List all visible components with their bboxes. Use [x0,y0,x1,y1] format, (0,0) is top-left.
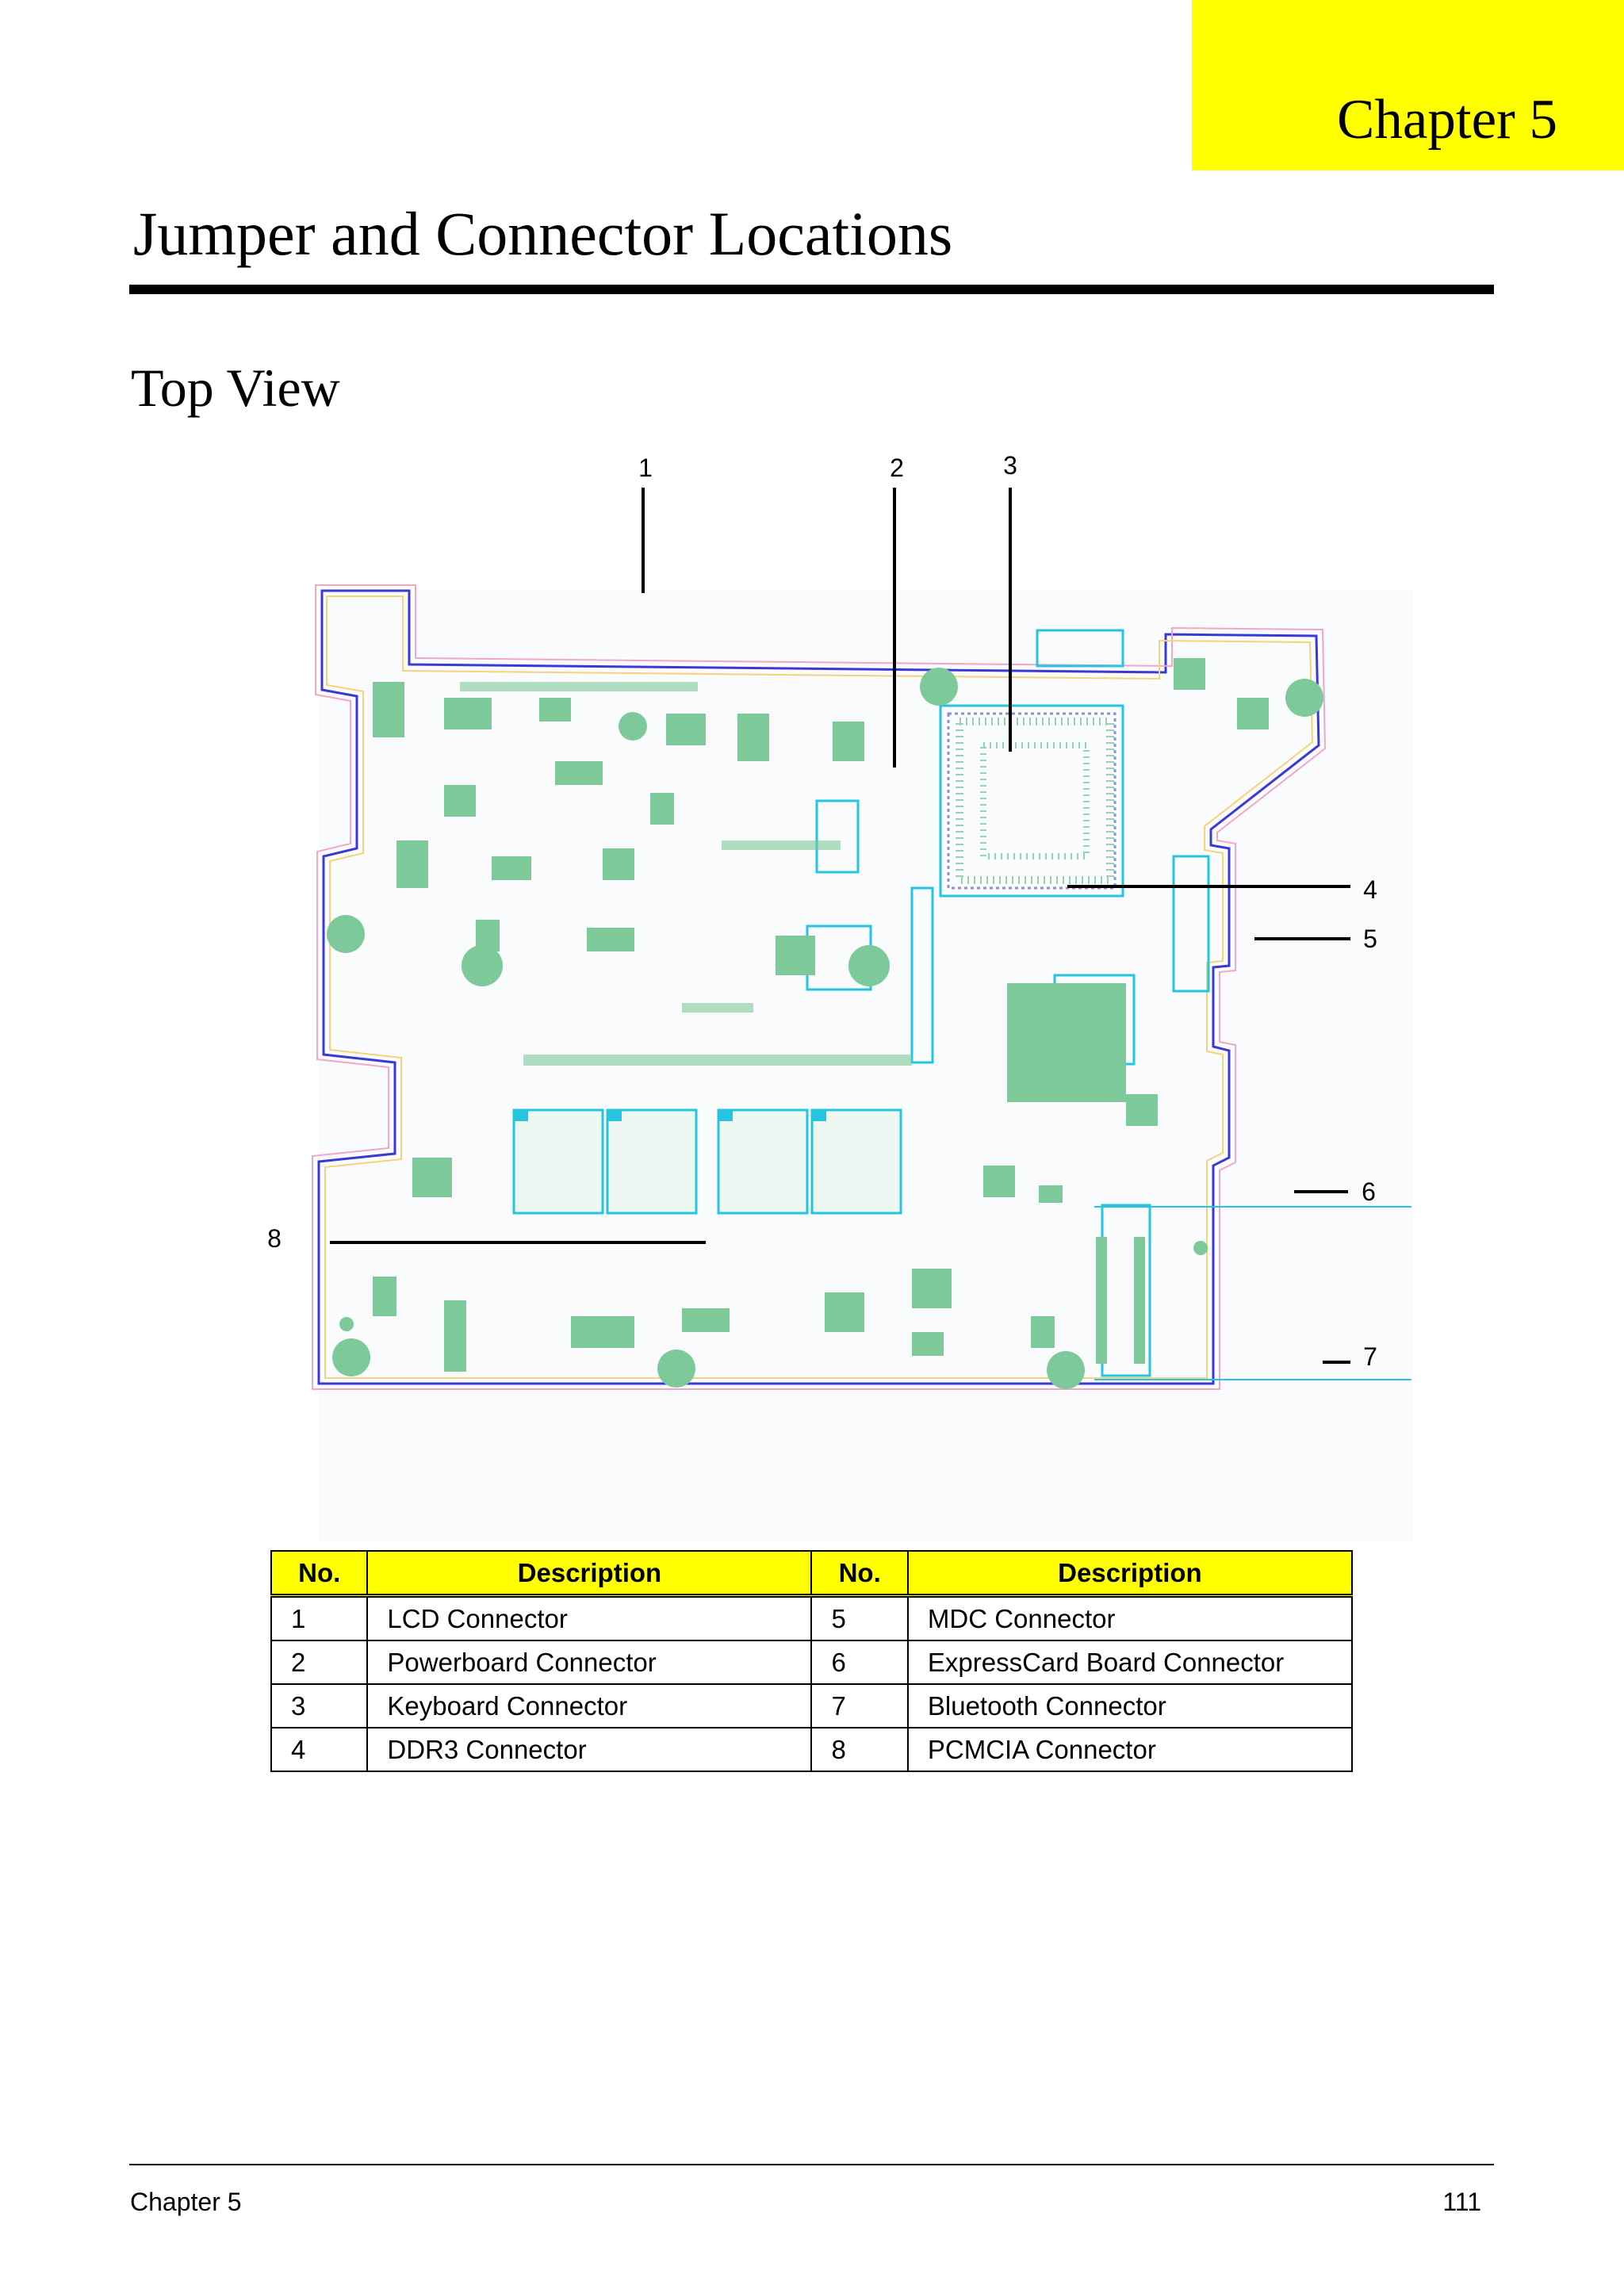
legend-no: 4 [270,1727,369,1772]
motherboard-diagram: 1 2 3 4 5 6 7 8 [267,451,1413,1542]
callout-6: 6 [1362,1177,1376,1206]
callout-5: 5 [1363,925,1377,953]
legend-description: MDC Connector [906,1594,1354,1641]
callout-lines [330,488,1350,1364]
legend-no: 2 [270,1640,369,1685]
legend-description: DDR3 Connector [366,1727,813,1772]
legend-no: 7 [810,1683,909,1728]
callout-7: 7 [1363,1342,1377,1371]
chapter-tab-label: Chapter 5 [1336,89,1557,151]
table-row: 4 DDR3 Connector 8 PCMCIA Connector [270,1727,1354,1772]
guide-lines [1094,1206,1411,1380]
legend-description: Keyboard Connector [366,1683,813,1728]
legend-no: 8 [810,1727,909,1772]
title-rule [129,285,1494,294]
callout-8: 8 [267,1224,282,1253]
legend-description: LCD Connector [366,1594,813,1641]
component-blocks [327,629,1323,1389]
legend-description: PCMCIA Connector [906,1727,1354,1772]
callout-3: 3 [1003,451,1017,480]
page-number: 111 [1442,2188,1481,2216]
callout-1: 1 [638,454,653,482]
table-row: 1 LCD Connector 5 MDC Connector [270,1594,1354,1641]
diagram-backdrop [319,591,1413,1542]
legend-no: 1 [270,1594,369,1641]
legend-no: 6 [810,1640,909,1685]
legend-header-no-left: No. [270,1550,369,1598]
legend-no: 3 [270,1683,369,1728]
legend-description: ExpressCard Board Connector [906,1640,1354,1685]
legend-description: Powerboard Connector [366,1640,813,1685]
table-row: 2 Powerboard Connector 6 ExpressCard Boa… [270,1640,1354,1685]
connector-legend-table: No. Description No. Description 1 LCD Co… [270,1550,1354,1772]
callout-4: 4 [1363,875,1377,904]
legend-description: Bluetooth Connector [906,1683,1354,1728]
table-row: 3 Keyboard Connector 7 Bluetooth Connect… [270,1683,1354,1728]
chapter-tab: Chapter 5 [1192,0,1624,170]
legend-header-desc-left: Description [366,1550,813,1598]
footer-chapter: Chapter 5 [130,2188,242,2216]
legend-header-no-right: No. [810,1550,909,1598]
callout-2: 2 [890,454,904,482]
legend-header-desc-right: Description [906,1550,1354,1598]
footer-rule [129,2164,1494,2165]
section-title: Top View [131,358,340,418]
page-title: Jumper and Connector Locations [133,199,953,268]
legend-header-row: No. Description No. Description [270,1550,1354,1598]
legend-no: 5 [810,1594,909,1641]
